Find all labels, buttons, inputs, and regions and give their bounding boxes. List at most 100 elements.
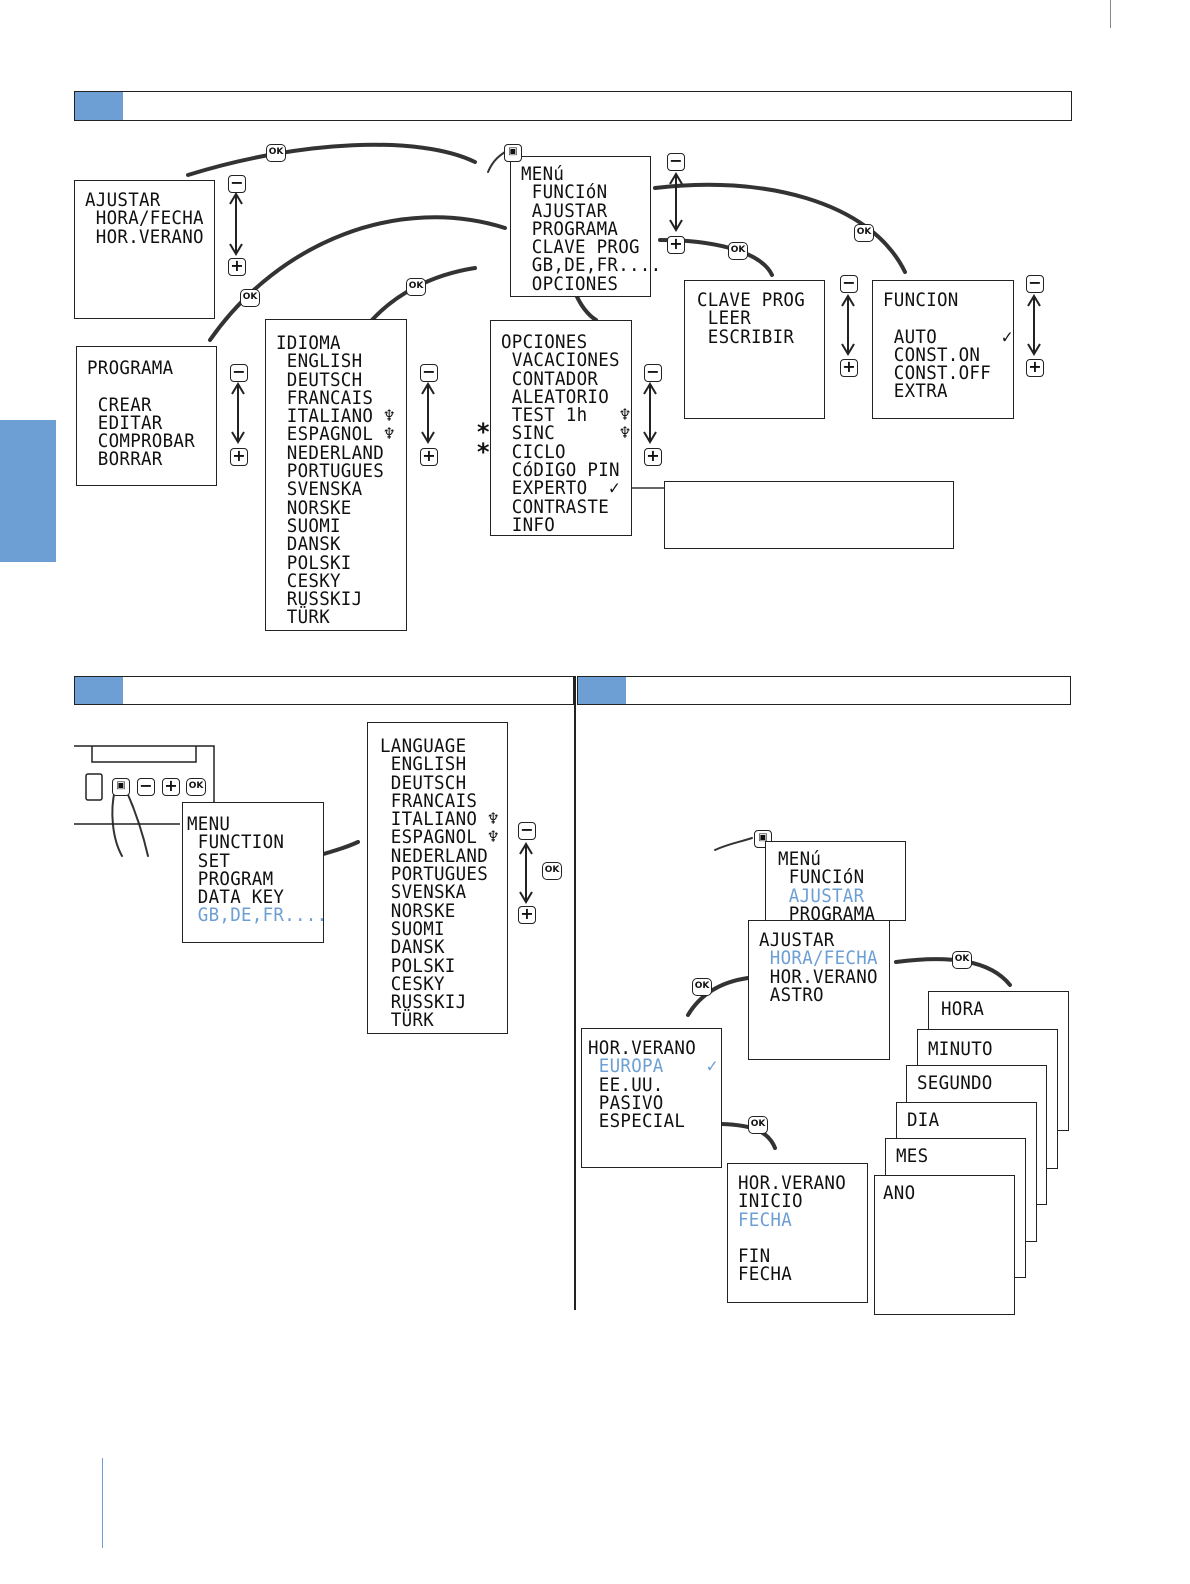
minus-button[interactable]: − (518, 822, 536, 840)
menu-item[interactable]: HOR.VERANO (759, 965, 878, 988)
function-item[interactable]: CONST.ON (883, 343, 981, 366)
menu-item-selected[interactable]: EUROPA ✓ (588, 1055, 718, 1078)
menu-key-button[interactable]: ▣ (112, 778, 130, 796)
ok-button[interactable]: OK (748, 1116, 768, 1134)
language-item[interactable]: DANSK (276, 533, 341, 556)
language-item[interactable]: DEUTSCH (380, 771, 467, 794)
menu-item[interactable]: DATA KEY (187, 886, 285, 909)
language-item[interactable]: ENGLISH (380, 753, 467, 776)
menu-key-button[interactable]: ▣ (504, 144, 522, 162)
menu-item[interactable]: CREAR (87, 393, 152, 416)
language-item[interactable]: ENGLISH (276, 350, 363, 373)
menu-item[interactable]: FUNCIóN (778, 866, 865, 889)
menu-item[interactable]: SET (187, 849, 231, 872)
menu-key-button[interactable]: ▣ (754, 830, 772, 848)
option-item[interactable]: CONTRASTE (501, 495, 609, 518)
menu-item[interactable]: FUNCIóN (521, 181, 608, 204)
minus-button[interactable]: − (228, 175, 246, 193)
option-item[interactable]: INFO (501, 513, 556, 536)
language-item[interactable]: POLSKI (276, 551, 352, 574)
ok-button[interactable]: OK (952, 951, 972, 969)
plus-button[interactable]: + (230, 448, 248, 466)
menu-item-selected[interactable]: HORA/FECHA (759, 947, 878, 970)
plus-button[interactable]: + (162, 778, 180, 796)
minus-button[interactable]: − (667, 153, 685, 171)
plus-button[interactable]: + (518, 906, 536, 924)
language-item[interactable]: FRANCAIS (380, 789, 478, 812)
function-item[interactable]: AUTO ✓ (883, 325, 1013, 348)
language-item[interactable]: ESPAGNOL ♆ (276, 423, 395, 446)
ok-button[interactable]: OK (186, 778, 206, 796)
menu-item[interactable]: BORRAR (87, 448, 163, 471)
menu-item[interactable]: LEER (697, 307, 752, 330)
language-item[interactable]: DEUTSCH (276, 368, 363, 391)
menu-item[interactable]: OPCIONES (521, 272, 619, 295)
ok-button[interactable]: OK (406, 278, 426, 296)
menu-item[interactable]: COMPROBAR (87, 430, 195, 453)
language-item[interactable]: SVENSKA (276, 478, 363, 501)
language-item[interactable]: NEDERLAND (380, 844, 488, 867)
language-item[interactable]: PORTUGUES (276, 460, 384, 483)
option-item[interactable]: CICLO (501, 440, 566, 463)
menu-item[interactable]: EE.UU. (588, 1073, 664, 1096)
option-item[interactable]: CóDIGO PIN (501, 459, 620, 482)
option-item[interactable]: CONTADOR (501, 367, 599, 390)
menu-item[interactable]: PASIVO (588, 1091, 664, 1114)
language-item[interactable]: TÜRK (276, 606, 331, 629)
language-item[interactable]: NORSKE (276, 496, 352, 519)
language-item[interactable]: TÜRK (380, 1009, 435, 1032)
ok-button[interactable]: OK (240, 289, 260, 307)
field-selected[interactable]: FECHA (738, 1208, 793, 1231)
function-item[interactable]: CONST.OFF (883, 362, 991, 385)
language-item[interactable]: CESKY (380, 972, 445, 995)
language-item[interactable]: ITALIANO ♆ (380, 808, 499, 831)
minus-button[interactable]: − (1026, 275, 1044, 293)
language-item[interactable]: NEDERLAND (276, 441, 384, 464)
menu-item[interactable]: PROGRAMA (521, 217, 619, 240)
option-item[interactable]: EXPERTO ✓ (501, 477, 620, 500)
option-item[interactable]: VACACIONES (501, 349, 620, 372)
ok-button[interactable]: OK (728, 242, 748, 260)
plus-button[interactable]: + (420, 448, 438, 466)
language-item[interactable]: CESKY (276, 569, 341, 592)
minus-button[interactable]: − (420, 364, 438, 382)
menu-item-selected[interactable]: AJUSTAR (778, 884, 865, 907)
function-item[interactable]: EXTRA (883, 380, 948, 403)
language-item[interactable]: POLSKI (380, 954, 456, 977)
ok-button[interactable]: OK (542, 862, 562, 880)
menu-item[interactable]: ASTRO (759, 983, 824, 1006)
menu-item[interactable]: CLAVE PROG (521, 236, 640, 259)
menu-item[interactable]: ESPECIAL (588, 1110, 686, 1133)
menu-item[interactable]: PROGRAMA (778, 902, 876, 925)
menu-item[interactable]: GB,DE,FR.... (521, 254, 662, 277)
plus-button[interactable]: + (1026, 359, 1044, 377)
language-item[interactable]: ITALIANO ♆ (276, 405, 395, 428)
menu-item[interactable]: AJUSTAR (521, 199, 608, 222)
menu-item[interactable]: ESCRIBIR (697, 325, 795, 348)
option-item[interactable]: SINC ♆ (501, 422, 631, 445)
minus-button[interactable]: − (644, 364, 662, 382)
language-item[interactable]: ESPAGNOL ♆ (380, 826, 499, 849)
language-item[interactable]: RUSSKIJ (380, 991, 467, 1014)
menu-item[interactable]: HOR.VERANO (85, 225, 204, 248)
plus-button[interactable]: + (667, 236, 685, 254)
option-item[interactable]: ALEATORIO (501, 385, 609, 408)
menu-item[interactable]: FUNCTION (187, 831, 285, 854)
language-item[interactable]: NORSKE (380, 899, 456, 922)
language-item[interactable]: RUSSKIJ (276, 588, 363, 611)
ok-button[interactable]: OK (266, 144, 286, 162)
language-item[interactable]: FRANCAIS (276, 386, 374, 409)
language-item[interactable]: SVENSKA (380, 881, 467, 904)
menu-item[interactable]: HORA/FECHA (85, 207, 204, 230)
menu-item[interactable]: EDITAR (87, 411, 163, 434)
language-item[interactable]: DANSK (380, 936, 445, 959)
minus-button[interactable]: − (137, 778, 155, 796)
plus-button[interactable]: + (228, 258, 246, 276)
minus-button[interactable]: − (840, 275, 858, 293)
language-item[interactable]: SUOMI (380, 917, 445, 940)
minus-button[interactable]: − (230, 364, 248, 382)
option-item[interactable]: TEST 1h ♆ (501, 404, 631, 427)
menu-item[interactable]: PROGRAM (187, 867, 274, 890)
plus-button[interactable]: + (840, 359, 858, 377)
language-item[interactable]: PORTUGUES (380, 863, 488, 886)
